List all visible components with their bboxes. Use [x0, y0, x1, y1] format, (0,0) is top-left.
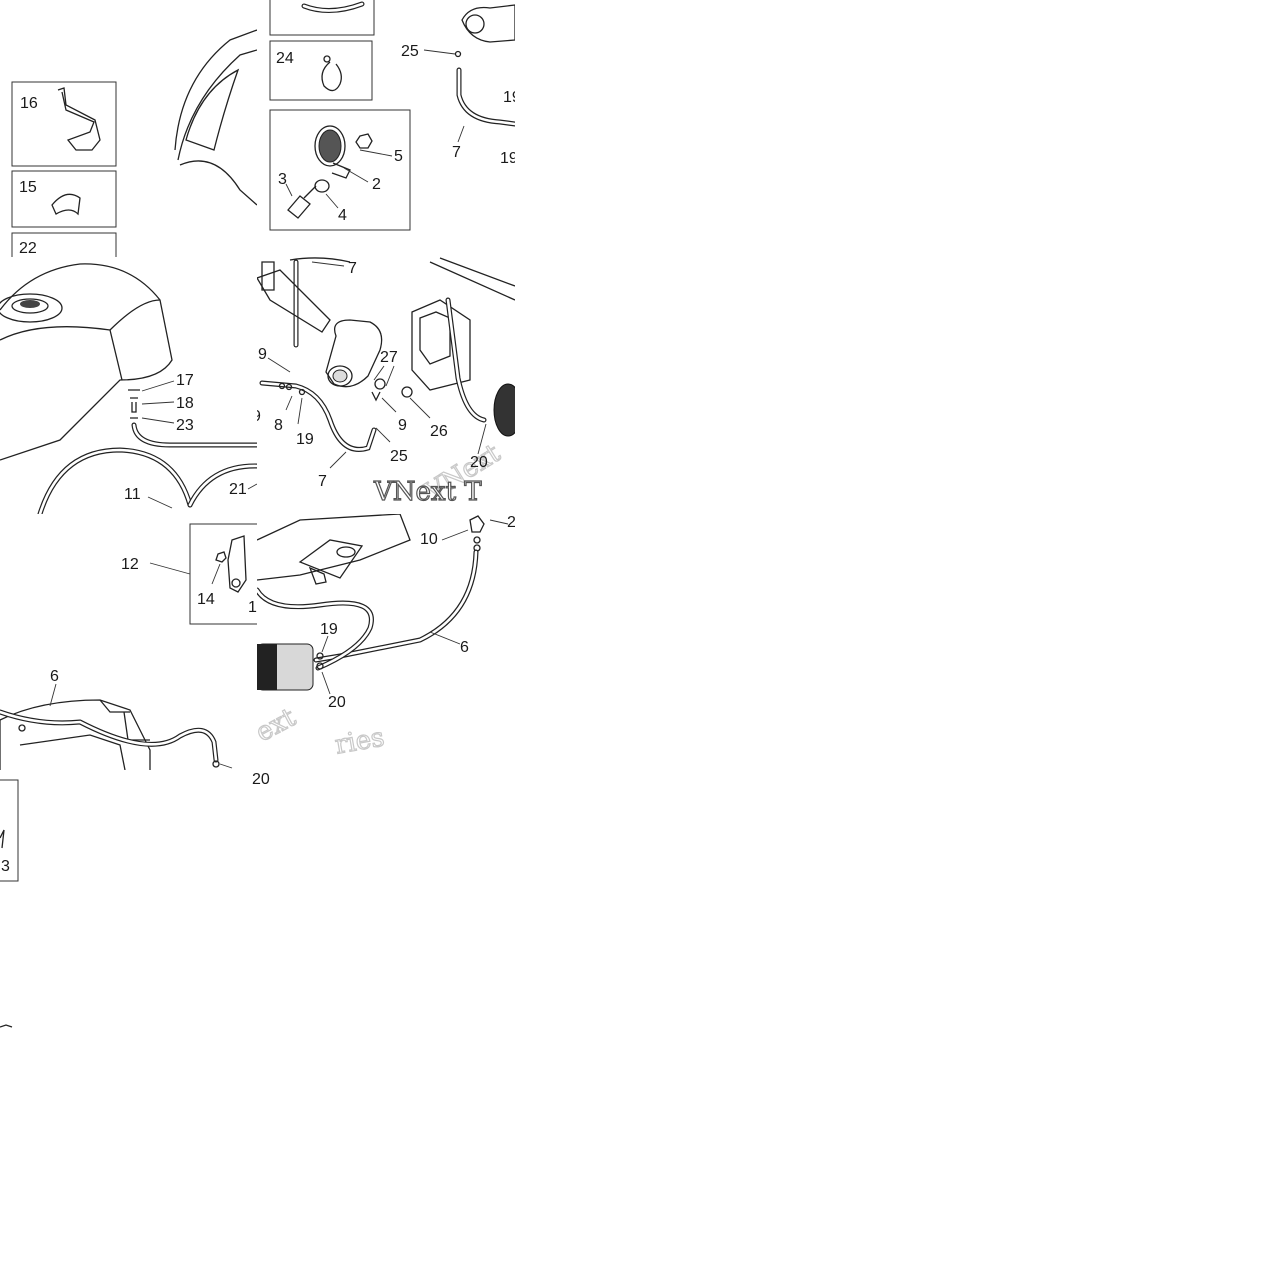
callout-2: 2 [372, 176, 381, 193]
tile-top-right: 24 25 19 7 19 5 2 3 4 [269, 0, 521, 231]
callout-27: 27 [380, 349, 398, 366]
detail-box-part-16 [11, 81, 117, 167]
lower-frame-part [0, 699, 151, 770]
callout-20: 20 [470, 454, 488, 471]
wire-bracket-part [57, 87, 101, 151]
detail-box-part-15 [11, 170, 117, 228]
callout-12: 12 [121, 556, 139, 573]
callout-15: 15 [19, 179, 37, 196]
callout-7: 7 [348, 260, 357, 277]
tile-top-left: 16 15 22 [11, 29, 257, 257]
rubber-sleeve-part [314, 125, 346, 167]
tank-contour-line [0, 326, 123, 381]
callout-4: 4 [338, 207, 347, 224]
callout-21: 21 [229, 481, 247, 498]
breather-hose-loop [37, 447, 193, 514]
callout-3: 3 [1, 858, 10, 875]
tank-inner-contour [177, 49, 257, 161]
throttle-body-part [461, 4, 515, 43]
bolt-26 [401, 386, 413, 398]
callout-9: 9 [252, 408, 261, 425]
callout-7: 7 [452, 144, 461, 161]
callout-19: 19 [296, 431, 314, 448]
washer-part [314, 179, 330, 193]
nut-part [355, 133, 373, 149]
nut-part [215, 551, 227, 563]
tank-outline-part [174, 29, 257, 151]
tile-middle-left: 17 18 23 11 21 [0, 263, 257, 514]
vent-valve-part [469, 515, 485, 533]
callout-23: 23 [176, 417, 194, 434]
callout-22: 22 [19, 240, 37, 257]
canister-end-part [493, 383, 515, 437]
callout-5: 5 [394, 148, 403, 165]
callout-16: 16 [20, 95, 38, 112]
callout-2: 2 [507, 514, 516, 531]
callout-24: 24 [276, 50, 294, 67]
callout-25: 25 [390, 448, 408, 465]
callout-9: 9 [258, 346, 267, 363]
fuel-fitting-part [128, 389, 140, 419]
callout-19: 19 [320, 621, 338, 638]
callout-8: 8 [274, 417, 283, 434]
filler-cap-part [0, 293, 63, 323]
watermark: ext [251, 702, 301, 748]
rubber-clip-part [51, 193, 81, 216]
frame-rail-part [257, 269, 331, 333]
callout-10: 10 [420, 531, 438, 548]
callout-6: 6 [50, 668, 59, 685]
callout-9: 9 [398, 417, 407, 434]
detail-box-mount-parts [269, 109, 411, 231]
tile-bottom-right: ext ries 10 2 19 6 20 [251, 514, 516, 761]
fuel-tank-part [0, 263, 173, 461]
callout-1: 1 [248, 599, 257, 616]
detail-box-part-22 [11, 232, 117, 257]
detail-box-fragment [0, 779, 19, 882]
tile-middle-right: VNext VNext T 7 9 27 9 8 19 9 26 25 7 20 [252, 257, 515, 508]
callout-26: 26 [430, 423, 448, 440]
detail-box-part-24 [269, 40, 373, 101]
callout-3: 3 [278, 171, 287, 188]
throttle-body-assembly [325, 319, 383, 388]
callout-20: 20 [328, 694, 346, 711]
battery-tray-part [257, 514, 411, 581]
mounting-bracket-part [227, 535, 247, 593]
hose-clamp-part [321, 61, 342, 92]
tank-lower-contour [179, 160, 257, 206]
tile-bottom-left: 12 14 1 6 [0, 523, 257, 770]
callout-25: 25 [401, 43, 419, 60]
stud-bolt-part [287, 195, 311, 219]
callout-6: 6 [460, 639, 469, 656]
airbox-part [411, 299, 471, 391]
callout-19: 19 [503, 89, 521, 106]
watermark: ries [333, 722, 387, 760]
callout-20: 20 [252, 771, 270, 788]
callout-17: 17 [176, 372, 194, 389]
callout-18: 18 [176, 395, 194, 412]
watermark: VNext T [373, 477, 482, 507]
fitting-27 [374, 378, 386, 390]
tank-cap-recess [185, 68, 240, 151]
callout-19: 19 [500, 150, 518, 167]
callout-7: 7 [318, 473, 327, 490]
callout-14: 14 [197, 591, 215, 608]
callout-11: 11 [124, 486, 141, 503]
